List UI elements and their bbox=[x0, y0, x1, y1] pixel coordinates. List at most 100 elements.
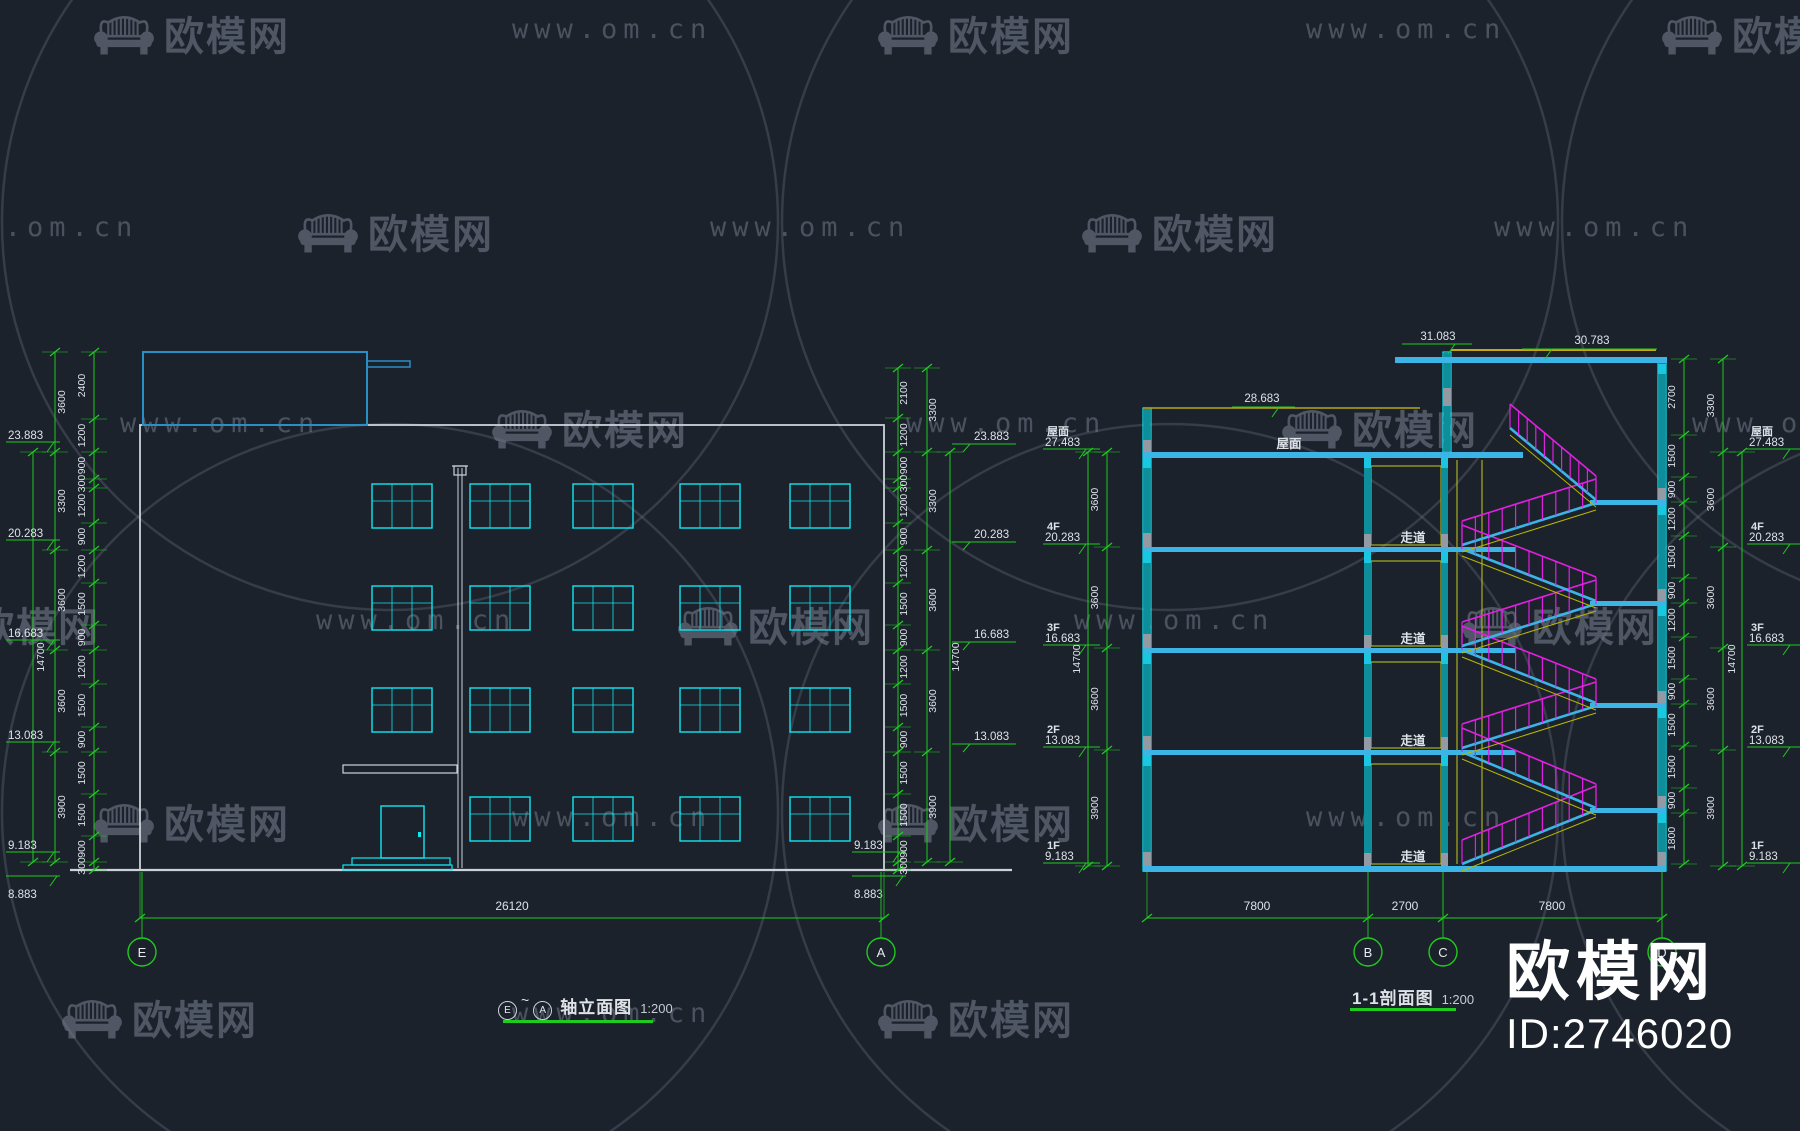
elev-marker-left-tri bbox=[43, 875, 58, 887]
elev-dim-right-inner-label: 1500 bbox=[898, 761, 910, 785]
window bbox=[679, 483, 741, 529]
watermark-circle bbox=[780, 422, 1560, 1131]
elev-dim-left-inner-tick bbox=[88, 789, 100, 799]
sect-top-marker-tri bbox=[1265, 406, 1280, 418]
axis-E-circle bbox=[127, 937, 157, 967]
sect-floor-right-name: 4F bbox=[1751, 521, 1764, 533]
wall-beam-block bbox=[1143, 533, 1151, 547]
elev-dim-right-outer-label: 3300 bbox=[927, 489, 939, 513]
elev-dim-right-inner-tick bbox=[892, 620, 904, 630]
sect-top-marker: 28.683 bbox=[1244, 393, 1279, 405]
elev-dim-left-inner-tick bbox=[88, 347, 100, 357]
sect-dim-right-inner-label: 1500 bbox=[1666, 545, 1678, 569]
watermark-brand-text: 欧模网 bbox=[1152, 213, 1278, 257]
sect-dim-left-label: 3900 bbox=[1089, 796, 1101, 820]
sect-dim-right-outer-tick bbox=[1717, 354, 1729, 364]
elev-dim-left-inner-label: 900 bbox=[76, 840, 88, 858]
elev-dim-right-inner-tick bbox=[892, 447, 904, 457]
watermark-url-text: www.om.cn bbox=[1306, 802, 1507, 833]
elev-dim-right-inner-tick bbox=[892, 747, 904, 757]
sect-floor-left-name: 屋面 bbox=[1047, 425, 1069, 438]
watermark-logo: 欧模网 bbox=[876, 792, 1074, 850]
watermark-logo: 欧模网 bbox=[876, 4, 1074, 62]
elev-dim-left-inner-tick bbox=[88, 414, 100, 424]
entrance-door bbox=[380, 805, 425, 859]
elev-dim-left-inner-tick bbox=[88, 620, 100, 630]
stair-stringer bbox=[1461, 712, 1597, 756]
elev-dim-right-inner-label: 900 bbox=[898, 528, 910, 546]
column-cyan-block bbox=[1364, 552, 1371, 563]
column-beam-block bbox=[1441, 737, 1448, 750]
watermark-brand-text: 欧模网 bbox=[0, 606, 100, 650]
window bbox=[789, 796, 851, 842]
watermark-logo: 欧模网 bbox=[92, 792, 290, 850]
corridor-outline bbox=[1370, 763, 1442, 865]
watermark-brand-text: 欧模网 bbox=[1352, 409, 1478, 453]
elev-dim-right-inner-label: 900 bbox=[898, 840, 910, 858]
watermark-url-text: www.om.cn bbox=[1692, 408, 1800, 439]
window bbox=[679, 687, 741, 733]
elev-dim-right-inner-label: 1200 bbox=[898, 655, 910, 679]
elev-marker-right: 13.083 bbox=[974, 731, 1009, 743]
sect-dim-right-outer-label: 3900 bbox=[1705, 796, 1717, 820]
window bbox=[572, 796, 634, 842]
elev-dim-right-inner-tick bbox=[892, 831, 904, 841]
elev-dim-right-inner-label: 1200 bbox=[898, 555, 910, 579]
watermark-brand-text: 欧模网 bbox=[948, 15, 1074, 59]
axis-D-circle bbox=[1647, 937, 1677, 967]
watermark-brand-text: 欧模网 bbox=[562, 409, 688, 453]
elev-dim-right-inner-label: 2100 bbox=[898, 381, 910, 405]
elev-dim-left-outer-tick bbox=[49, 347, 61, 357]
elev-marker-right-tri bbox=[956, 443, 972, 453]
elev-dim-left-outer-label: 3900 bbox=[56, 795, 68, 819]
sect-dim-right-inner-tick bbox=[1678, 808, 1690, 818]
elev-dim-right-overall-label: 14700 bbox=[950, 642, 962, 671]
entrance-canopy bbox=[342, 764, 458, 774]
elev-dim-right-inner-tick bbox=[892, 474, 904, 484]
stair-stringer bbox=[1461, 656, 1597, 711]
window bbox=[789, 585, 851, 631]
elev-dim-left-inner-tick bbox=[88, 747, 100, 757]
elevation-drawing: 2400120090030012009001200150090012001500… bbox=[6, 347, 1016, 967]
elev-dim-left-inner-label: 900 bbox=[76, 731, 88, 749]
sect-floor-left-elev: 16.683 bbox=[1045, 633, 1080, 645]
elev-dim-left-outer-label: 3300 bbox=[56, 489, 68, 513]
window bbox=[572, 585, 634, 631]
sect-dim-right-inner-tick bbox=[1678, 699, 1690, 709]
sect-floor-right-tri bbox=[1776, 448, 1791, 460]
elev-marker-left: 13.083 bbox=[8, 730, 43, 742]
elev-dim-left-inner-label: 900 bbox=[76, 528, 88, 546]
wall-beam-block bbox=[1143, 634, 1151, 648]
sect-dim-right-inner-label: 2700 bbox=[1666, 385, 1678, 409]
axis-C-letter: C bbox=[1438, 945, 1447, 960]
wall-beam-block bbox=[1143, 440, 1151, 452]
watermark-brand-text: 欧模网 bbox=[948, 999, 1074, 1043]
sect-floor-left-tri bbox=[1072, 862, 1087, 874]
elev-dim-left-overall-tick bbox=[27, 447, 39, 457]
window bbox=[572, 483, 634, 529]
elev-dim-left-inner-tick bbox=[88, 857, 100, 867]
stair-stringer bbox=[1461, 758, 1597, 816]
sect-floor-right-name: 1F bbox=[1751, 840, 1764, 852]
elev-dim-left-inner-label: 1500 bbox=[76, 694, 88, 718]
watermark-url-text: www.om.cn bbox=[512, 802, 713, 833]
sect-dim-right-overall-tick bbox=[1736, 447, 1748, 457]
watermark-logo: 欧模网 bbox=[1460, 595, 1658, 653]
elev-dim-right-inner-label: 1500 bbox=[898, 803, 910, 827]
corridor-label: 走道 bbox=[1400, 631, 1426, 646]
elev-dim-right-inner-tick bbox=[892, 363, 904, 373]
roof-tower bbox=[142, 351, 368, 426]
elev-marker-right-tri bbox=[886, 851, 901, 863]
wall-cyan-block bbox=[1658, 606, 1666, 616]
elev-dim-left-inner-tick bbox=[88, 483, 100, 493]
watermark-logo: 欧模网 bbox=[296, 202, 494, 260]
elev-dim-right-inner-label: 900 bbox=[898, 731, 910, 749]
sect-dim-right-inner-label: 900 bbox=[1666, 792, 1678, 810]
elev-marker-right: 9.183 bbox=[854, 840, 883, 852]
elev-marker-left: 23.883 bbox=[8, 430, 43, 442]
watermark-url-text: www.om.cn bbox=[0, 212, 139, 243]
sect-floor-right-elev: 20.283 bbox=[1749, 532, 1784, 544]
wall-beam-block bbox=[1143, 852, 1151, 866]
elevation-title-axis-from: E bbox=[498, 1001, 517, 1020]
elev-dim-right-inner-tick bbox=[892, 679, 904, 689]
